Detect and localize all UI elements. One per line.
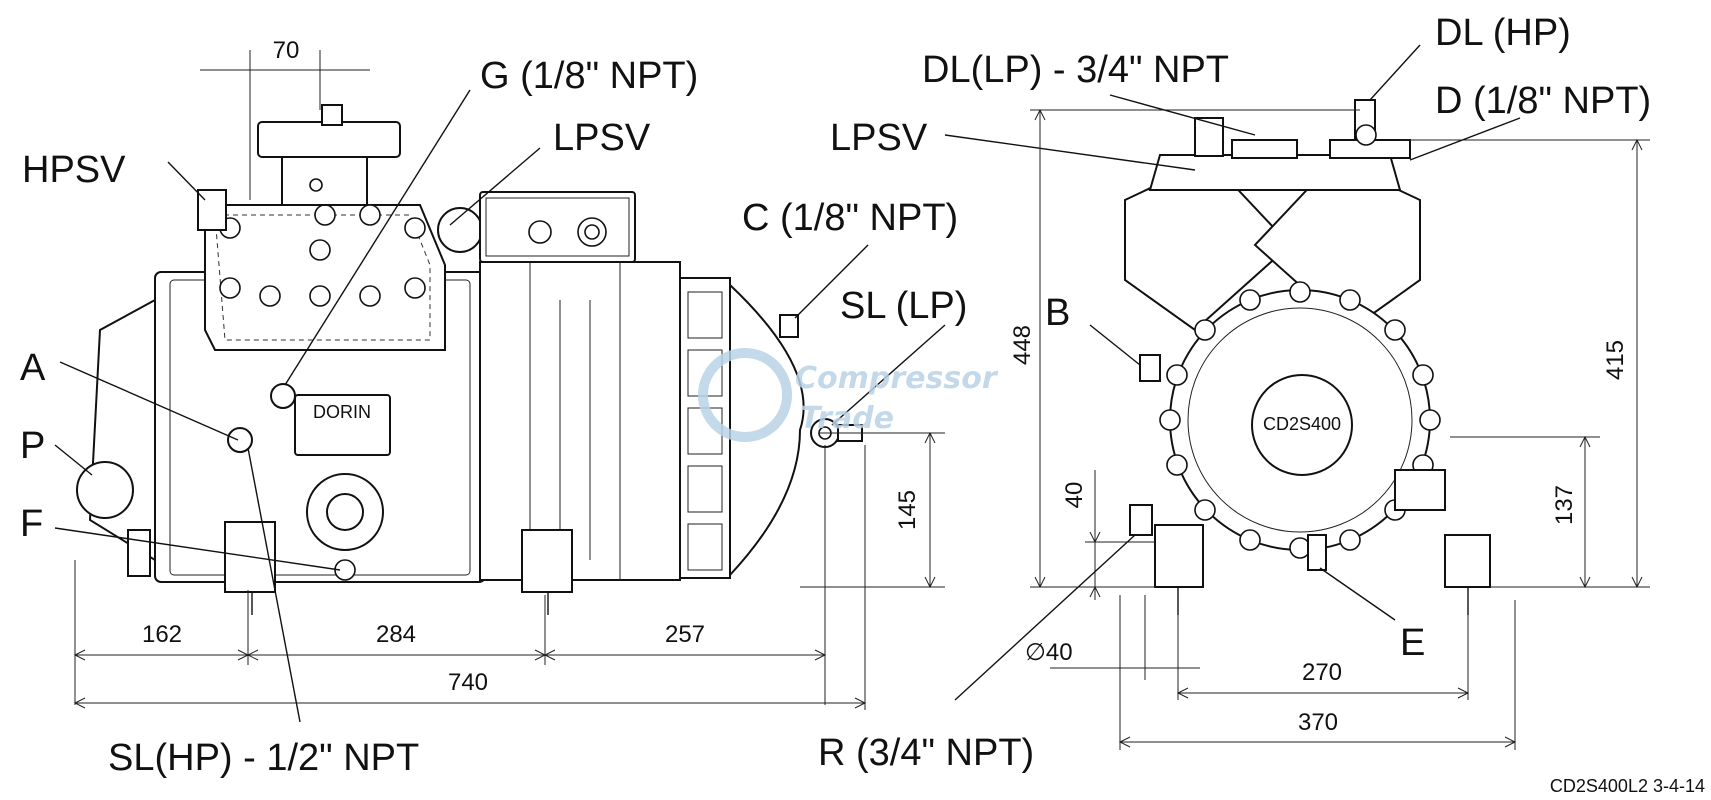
label-dl-lp: DL(LP) - 3/4" NPT	[922, 49, 1229, 91]
lpsv-valve-right	[1194, 117, 1224, 157]
end-foot-left	[1154, 524, 1204, 588]
motor-housing	[479, 261, 681, 581]
name-plate	[294, 394, 391, 456]
svg-text:CD2S400: CD2S400	[1263, 414, 1341, 434]
end-view-dimensions: 448 415 137 40 ∅40 270 370	[1009, 108, 1650, 750]
terminal-box	[479, 191, 636, 263]
label-lpsv-left: LPSV	[553, 117, 651, 159]
dim-40: 40	[1061, 482, 1088, 509]
label-r: R (3/4" NPT)	[818, 732, 1034, 774]
port-b	[1139, 354, 1161, 382]
dim-284: 284	[376, 621, 416, 648]
plate-text: DORIN	[313, 402, 371, 422]
dim-137: 137	[1551, 485, 1578, 525]
watermark-line1: Compressor	[795, 361, 999, 396]
dim-dia40: ∅40	[1025, 639, 1073, 666]
label-b: B	[1045, 292, 1070, 334]
oil-pump-housing	[88, 298, 156, 562]
foot-mid	[521, 529, 573, 593]
label-dl-hp: DL (HP)	[1435, 12, 1571, 54]
hpsv-valve	[197, 189, 227, 231]
label-f: F	[20, 503, 43, 545]
end-view: CD2S400	[1124, 99, 1491, 615]
side-view-labels: HPSV G (1/8" NPT) LPSV C (1/8" NPT) SL (…	[20, 55, 967, 779]
dim-270: 270	[1302, 659, 1342, 686]
end-view-labels: DL(LP) - 3/4" NPT DL (HP) D (1/8" NPT) L…	[818, 12, 1651, 774]
cylinder-head	[204, 204, 446, 351]
watermark-line2: Trade	[800, 401, 894, 436]
oil-pump-block	[1394, 469, 1446, 511]
port-r	[1129, 504, 1153, 536]
dim-257: 257	[665, 621, 705, 648]
port-a	[227, 427, 253, 453]
dl-lp-valve	[1231, 139, 1298, 159]
watermark: Compressor Trade	[698, 348, 999, 442]
drain-e	[1307, 534, 1327, 571]
label-c: C (1/8" NPT)	[742, 197, 958, 239]
label-g-left: G (1/8" NPT)	[480, 55, 698, 97]
dim-370: 370	[1298, 709, 1338, 736]
end-foot-right	[1444, 534, 1491, 588]
label-sl-lp: SL (LP)	[840, 285, 967, 327]
label-e: E	[1400, 622, 1425, 664]
label-sl-hp: SL(HP) - 1/2" NPT	[108, 737, 419, 779]
oil-drain-f	[334, 559, 356, 581]
drawing-code: CD2S400L2 3-4-14	[1550, 776, 1705, 796]
label-d: D (1/8" NPT)	[1435, 80, 1651, 122]
label-hpsv: HPSV	[22, 149, 126, 191]
dim-162: 162	[142, 621, 182, 648]
c-port	[779, 314, 799, 338]
dim-448: 448	[1009, 325, 1036, 365]
label-lpsv-right: LPSV	[830, 117, 928, 159]
label-p: P	[20, 425, 45, 467]
dim-145: 145	[894, 490, 921, 530]
dim-top-70: 70	[273, 37, 300, 64]
dim-740: 740	[448, 669, 488, 696]
side-view: DORIN	[76, 104, 863, 615]
dim-415: 415	[1602, 340, 1629, 380]
side-view-dimensions: 70 162 284 257 740 145	[73, 37, 945, 710]
oil-pressure-port	[76, 461, 134, 519]
label-a: A	[20, 347, 46, 389]
crankshaft-cap	[1251, 374, 1353, 476]
discharge-valve	[281, 154, 368, 206]
lpsv-valve-left	[437, 207, 483, 253]
